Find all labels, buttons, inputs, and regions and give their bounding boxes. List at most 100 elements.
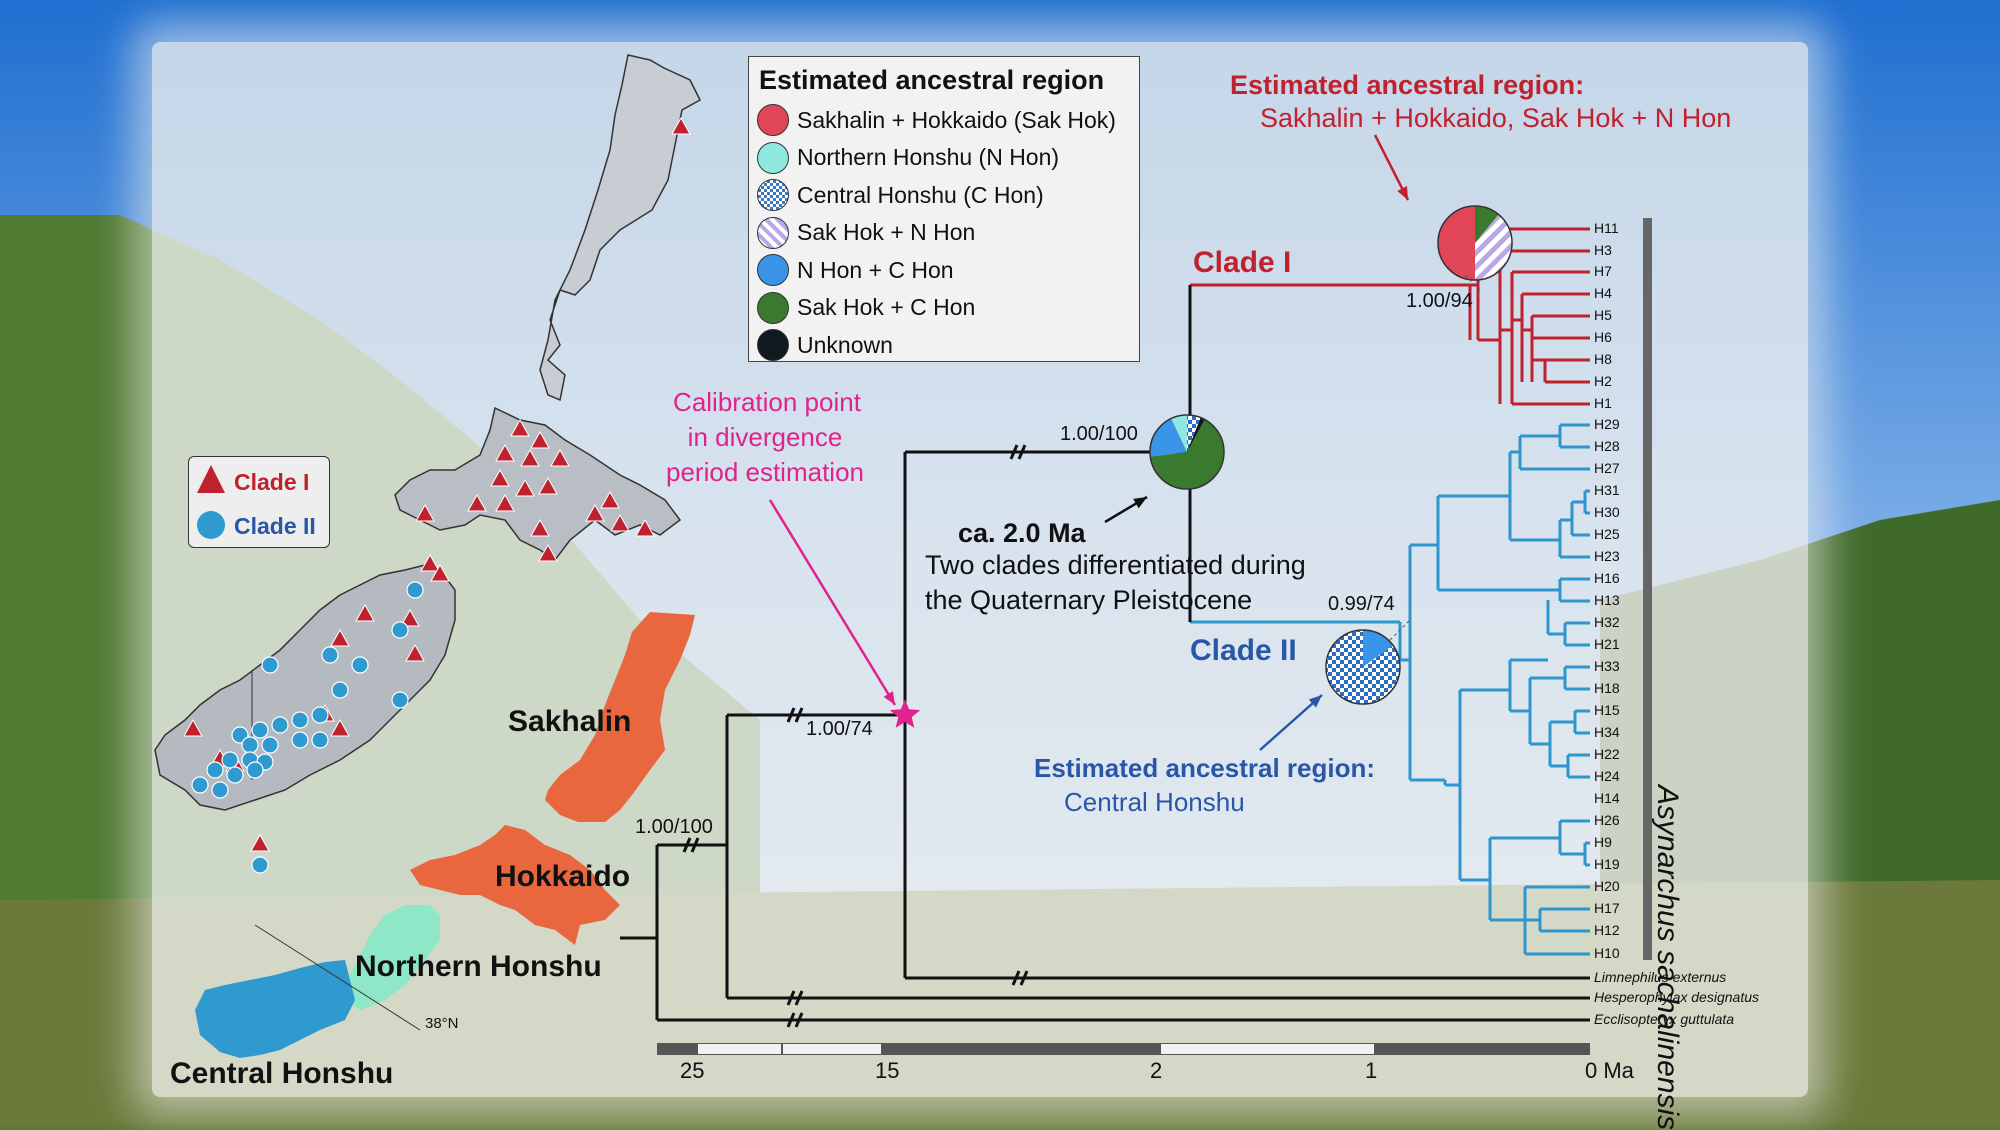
arrow-head-icon [1133, 497, 1147, 509]
support-root: 1.00/100 [635, 816, 713, 838]
break-mark [786, 1012, 796, 1028]
timescale-tick-label: 15 [875, 1058, 900, 1083]
haplotype-label: H10 [1594, 945, 1620, 961]
northern-honshu-region [345, 905, 440, 1010]
haplotype-label: H5 [1594, 307, 1612, 323]
haplotype-label: H32 [1594, 614, 1620, 630]
ancestral-pies [883, 186, 1652, 960]
support-clade2: 0.99/74 [1328, 593, 1395, 615]
clade2-region-title: Estimated ancestral region: [1034, 753, 1375, 783]
haplotype-label: H14 [1594, 790, 1620, 806]
differentiation-line-2: the Quaternary Pleistocene [925, 585, 1253, 615]
break-mark [1017, 444, 1027, 460]
legend-item: Sak Hok + N Hon [757, 216, 975, 250]
timescale-tick-label: 2 [1150, 1058, 1163, 1083]
outgroup-label: Hesperophylax designatus [1594, 989, 1759, 1005]
calibration-line-1: Calibration point [673, 387, 861, 417]
haplotype-label: H24 [1594, 768, 1620, 784]
ancestral-region-legend: Estimated ancestral region Sakhalin + Ho… [748, 56, 1140, 362]
pie-slice [1150, 419, 1224, 489]
break-mark [690, 837, 700, 853]
pie-slice [1325, 630, 1400, 704]
haplotype-label: H17 [1594, 900, 1620, 916]
break-mark [786, 707, 796, 723]
haplotype-label: H13 [1594, 592, 1620, 608]
clade-map-legend: Clade I Clade II [188, 456, 330, 548]
species-bar [1643, 218, 1652, 960]
clade-legend-clade1: Clade I [234, 469, 310, 495]
clade1-region-value: Sakhalin + Hokkaido, Sak Hok + N Hon [1260, 103, 1732, 133]
legend-label: N Hon + C Hon [797, 256, 954, 283]
haplotype-label: H11 [1594, 220, 1619, 236]
clade-legend-clade2: Clade II [234, 513, 316, 539]
haplotype-label: H28 [1594, 438, 1620, 454]
haplotype-label: H12 [1594, 922, 1620, 938]
clade1-map-points [183, 116, 691, 852]
haplotype-label: H15 [1594, 702, 1620, 718]
arrow-head-icon [1308, 695, 1322, 708]
age-label: ca. 2.0 Ma [958, 518, 1086, 548]
tree-clade1-label: Clade I [1193, 246, 1292, 279]
haplotype-label: H29 [1594, 416, 1620, 432]
legend-swatch-icon [757, 104, 789, 136]
legend-label: Northern Honshu (N Hon) [797, 144, 1060, 170]
pie-connector [1389, 619, 1411, 641]
outgroup-label: Ecclisopteryx guttulata [1594, 1011, 1735, 1027]
haplotype-label: H23 [1594, 548, 1620, 564]
legend-title: Estimated ancestral region [759, 65, 1105, 95]
haplotype-label: H6 [1594, 329, 1612, 345]
legend-swatch-icon [757, 179, 789, 211]
support-calibration: 1.00/74 [806, 718, 873, 740]
calibration-line-3: period estimation [666, 457, 864, 487]
pie-slice [1438, 206, 1475, 280]
pie-slice [1475, 214, 1513, 280]
legend-label: Central Honshu (C Hon) [797, 181, 1044, 208]
legend-swatch-icon [757, 291, 789, 324]
timescale-tick-label: 25 [680, 1058, 705, 1083]
legend-label: Sakhalin + Hokkaido (Sak Hok) [797, 106, 1116, 133]
sakhalin-shape [539, 54, 701, 402]
break-mark [1009, 444, 1019, 460]
haplotype-label: H26 [1594, 812, 1620, 828]
clade1-region-title: Estimated ancestral region: [1230, 70, 1585, 100]
clade-legend-symbols [197, 465, 225, 539]
hokkaido-region [410, 825, 620, 945]
pie-slice [1363, 630, 1393, 667]
pie-slice [1187, 415, 1201, 452]
timescale-segment [1375, 1043, 1590, 1055]
haplotype-label: H9 [1594, 834, 1612, 850]
break-mark [786, 990, 796, 1006]
label-sakhalin: Sakhalin [508, 705, 632, 738]
break-mark [794, 990, 804, 1006]
haplotype-label: H18 [1594, 680, 1620, 696]
tree-branches [620, 134, 1590, 1028]
label-hokkaido: Hokkaido [495, 860, 631, 893]
legend-item: Central Honshu (C Hon) [757, 178, 1044, 212]
timescale-segment [697, 1043, 782, 1055]
clade2-pie [1325, 629, 1401, 705]
triangle-icon [197, 465, 225, 493]
break-mark [682, 837, 692, 853]
haplotype-label: H33 [1594, 658, 1620, 674]
haplotype-label: H22 [1594, 746, 1620, 762]
timescale-tick-label: 1 [1365, 1058, 1378, 1083]
pie-slice [1187, 417, 1205, 452]
differentiation-line-1: Two clades differentiated during [925, 550, 1306, 580]
haplotype-label: H16 [1594, 570, 1620, 586]
haplotype-label: H4 [1594, 285, 1612, 301]
legend-item: Sak Hok + C Hon [757, 291, 975, 325]
pie-slice [1475, 206, 1499, 243]
legend-item: Unknown [757, 328, 893, 362]
tree-clade2-label: Clade II [1190, 634, 1297, 667]
break-mark [794, 707, 804, 723]
haplotype-label: H21 [1594, 636, 1620, 652]
haplotype-label: H34 [1594, 724, 1620, 740]
label-central-honshu: Central Honshu [170, 1057, 394, 1090]
haplotype-label: H3 [1594, 242, 1612, 258]
clade1-pie [1437, 205, 1513, 281]
legend-item: N Hon + C Hon [757, 253, 954, 287]
timescale-segment [882, 1043, 1160, 1055]
